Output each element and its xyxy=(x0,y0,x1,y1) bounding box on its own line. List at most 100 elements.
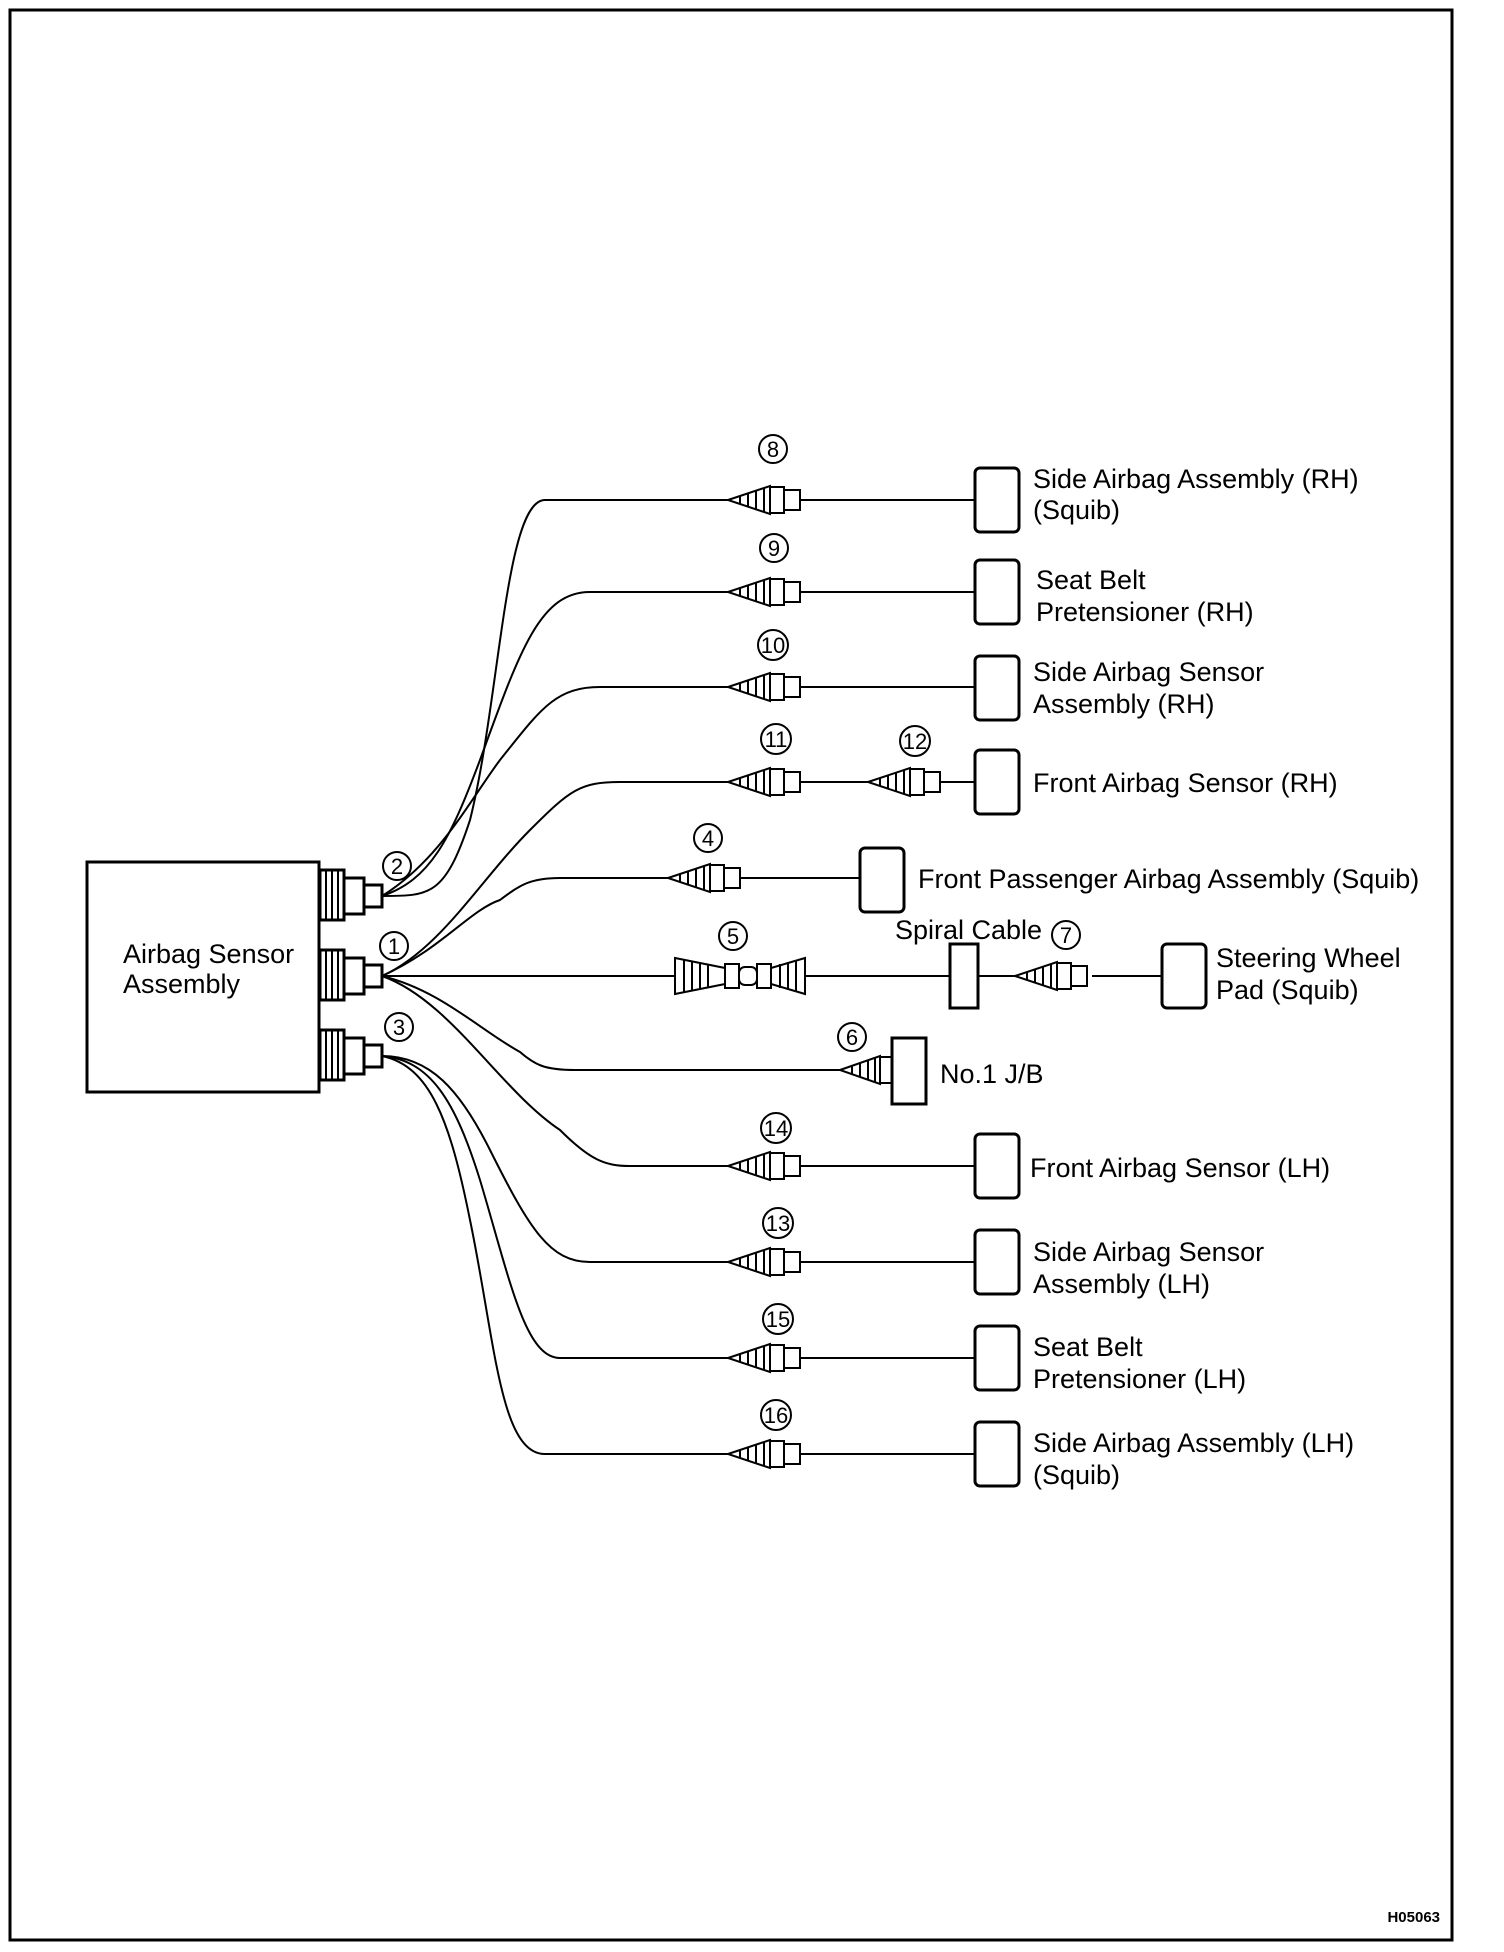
wire-15 xyxy=(381,1055,728,1359)
component-front-sensor-lh xyxy=(973,1132,1021,1200)
label-side-sensor-rh-1: Side Airbag Sensor xyxy=(1033,657,1264,687)
svg-text:9: 9 xyxy=(768,536,780,561)
label-spiral-cable: Spiral Cable xyxy=(895,915,1042,945)
connector-number-8: 8 xyxy=(758,434,788,464)
component-side-sensor-rh xyxy=(973,654,1021,722)
ecu-label-line-2: Assembly xyxy=(123,969,241,999)
connector-number-11: 11 xyxy=(760,723,792,755)
connector-number-10: 10 xyxy=(757,629,789,661)
label-side-sensor-lh-1: Side Airbag Sensor xyxy=(1033,1237,1264,1267)
component-junction-block xyxy=(890,1036,928,1106)
svg-text:8: 8 xyxy=(767,437,779,462)
component-boxes xyxy=(858,466,1208,1488)
svg-text:14: 14 xyxy=(764,1116,788,1141)
figure-code: H05063 xyxy=(1387,1909,1440,1926)
port-number-3: 3 xyxy=(384,1012,414,1042)
wire-9 xyxy=(381,591,728,897)
connector-9 xyxy=(724,576,801,608)
svg-text:7: 7 xyxy=(1060,923,1072,948)
ecu-connector-2 xyxy=(318,868,384,922)
connector-number-16: 16 xyxy=(760,1399,792,1431)
connector-number-15: 15 xyxy=(762,1303,794,1335)
label-seat-belt-rh-2: Pretensioner (RH) xyxy=(1036,597,1254,627)
svg-text:6: 6 xyxy=(846,1025,858,1050)
ecu-connector-3 xyxy=(318,1028,384,1082)
connector-6 xyxy=(836,1054,893,1086)
svg-text:11: 11 xyxy=(765,727,788,752)
svg-text:5: 5 xyxy=(727,924,739,949)
wire-6 xyxy=(381,975,840,1071)
connector-4 xyxy=(664,862,741,894)
label-junction-block: No.1 J/B xyxy=(940,1059,1044,1089)
label-front-sensor-lh: Front Airbag Sensor (LH) xyxy=(1030,1153,1330,1183)
port-number-2: 2 xyxy=(382,851,412,881)
connector-11 xyxy=(724,766,801,798)
component-side-airbag-lh xyxy=(973,1420,1021,1488)
connector-8 xyxy=(724,484,801,516)
svg-text:12: 12 xyxy=(903,729,927,754)
connector-16 xyxy=(724,1438,801,1470)
wire-13 xyxy=(381,1055,728,1263)
component-side-airbag-rh xyxy=(973,466,1021,534)
connector-number-14: 14 xyxy=(760,1112,792,1144)
component-labels: Side Airbag Assembly (RH) (Squib) Seat B… xyxy=(895,464,1419,1490)
ecu-connectors xyxy=(318,868,384,1082)
connector-13 xyxy=(724,1246,801,1278)
label-side-airbag-rh-1: Side Airbag Assembly (RH) xyxy=(1033,464,1359,494)
label-seat-belt-lh-2: Pretensioner (LH) xyxy=(1033,1364,1246,1394)
connector-number-6: 6 xyxy=(837,1022,867,1052)
connector-14 xyxy=(724,1150,801,1182)
port-number-1: 1 xyxy=(379,931,409,961)
wire-10 xyxy=(381,686,728,897)
label-side-airbag-lh-2: (Squib) xyxy=(1033,1460,1120,1490)
svg-text:2: 2 xyxy=(391,854,403,879)
wire-16 xyxy=(381,1055,728,1455)
connector-number-13: 13 xyxy=(762,1207,794,1239)
connector-number-7: 7 xyxy=(1051,920,1081,950)
label-side-sensor-rh-2: Assembly (RH) xyxy=(1033,689,1215,719)
svg-text:3: 3 xyxy=(393,1015,405,1040)
wire-4 xyxy=(381,877,668,977)
airbag-sensor-assembly: Airbag Sensor Assembly xyxy=(85,860,321,1094)
label-seat-belt-rh-1: Seat Belt xyxy=(1036,565,1146,595)
component-front-sensor-rh xyxy=(973,748,1021,816)
svg-text:10: 10 xyxy=(761,633,785,658)
component-seat-belt-rh xyxy=(973,558,1021,626)
label-side-airbag-lh-1: Side Airbag Assembly (LH) xyxy=(1033,1428,1354,1458)
page-frame xyxy=(8,8,1454,1942)
connector-lines xyxy=(740,499,1162,1455)
svg-text:15: 15 xyxy=(766,1307,790,1332)
label-steering-wheel-1: Steering Wheel xyxy=(1216,943,1401,973)
label-passenger-airbag: Front Passenger Airbag Assembly (Squib) xyxy=(918,864,1419,894)
component-side-sensor-lh xyxy=(973,1228,1021,1296)
label-seat-belt-lh-1: Seat Belt xyxy=(1033,1332,1143,1362)
svg-text:13: 13 xyxy=(766,1211,790,1236)
component-spiral-cable xyxy=(948,942,980,1010)
label-steering-wheel-2: Pad (Squib) xyxy=(1216,975,1359,1005)
component-steering-wheel-pad xyxy=(1160,942,1208,1010)
connector-number-4: 4 xyxy=(693,823,723,853)
connector-number-5: 5 xyxy=(718,921,748,951)
label-front-sensor-rh: Front Airbag Sensor (RH) xyxy=(1033,768,1338,798)
svg-text:16: 16 xyxy=(764,1403,788,1428)
connector-10 xyxy=(724,671,801,703)
connector-12 xyxy=(864,766,941,798)
wires xyxy=(381,499,840,1455)
ecu-box xyxy=(85,860,321,1094)
wire-14 xyxy=(381,975,728,1167)
connector-number-9: 9 xyxy=(759,533,789,563)
component-seat-belt-lh xyxy=(973,1324,1021,1392)
label-side-sensor-lh-2: Assembly (LH) xyxy=(1033,1269,1210,1299)
connector-7 xyxy=(1011,960,1088,992)
ecu-label-line-1: Airbag Sensor xyxy=(123,939,294,969)
ecu-connector-1 xyxy=(318,948,384,1002)
label-side-airbag-rh-2: (Squib) xyxy=(1033,495,1120,525)
wire-11 xyxy=(381,781,728,977)
svg-text:1: 1 xyxy=(388,934,400,959)
svg-text:4: 4 xyxy=(702,826,714,851)
connector-5 xyxy=(674,956,806,996)
connector-15 xyxy=(724,1342,801,1374)
wire-8 xyxy=(381,499,728,897)
connector-number-12: 12 xyxy=(899,725,931,757)
